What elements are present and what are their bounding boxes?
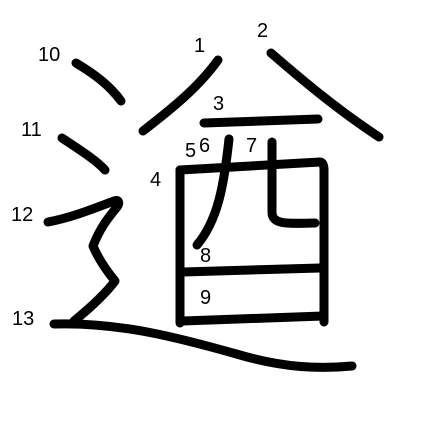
stroke-label-4: 4: [150, 169, 161, 191]
stroke-label-1: 1: [194, 35, 205, 57]
stroke-label-13: 13: [12, 308, 34, 330]
stroke-1: [138, 55, 223, 136]
stroke-8: [178, 263, 325, 277]
stroke-10: [71, 58, 126, 106]
stroke-label-8: 8: [200, 245, 211, 267]
stroke-label-3: 3: [213, 93, 224, 115]
stroke-label-2: 2: [257, 20, 268, 42]
stroke-13: [49, 319, 357, 372]
stroke-6: [192, 134, 234, 250]
stroke-7: [267, 137, 320, 228]
stroke-3: [199, 114, 323, 128]
stroke-label-5: 5: [185, 140, 196, 162]
stroke-label-11: 11: [21, 119, 42, 141]
stroke-label-10: 10: [38, 44, 60, 66]
stroke-12: [43, 196, 124, 326]
stroke-label-7: 7: [246, 135, 257, 157]
stroke-label-9: 9: [200, 287, 211, 309]
stroke-label-6: 6: [199, 135, 210, 157]
stroke-label-12: 12: [11, 204, 33, 226]
stroke-9: [178, 311, 328, 326]
stroke-2: [266, 48, 384, 142]
character-strokes: [43, 48, 384, 372]
stroke-number-labels: 1 2 3 4 5 6 7 8 9 10 11 12 13: [11, 20, 268, 330]
stroke-11: [57, 133, 110, 175]
stroke-5: [175, 157, 329, 327]
